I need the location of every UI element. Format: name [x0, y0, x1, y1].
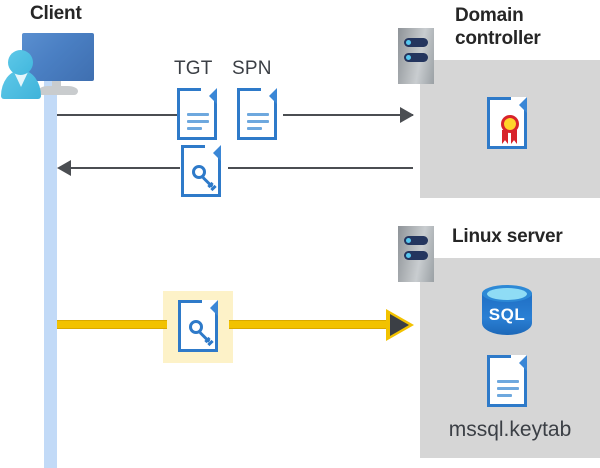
doc-text-lines — [187, 113, 209, 134]
rack-slot — [404, 251, 428, 260]
keytab-credential-document-key-icon — [178, 300, 218, 352]
doc-fold-cut — [202, 300, 218, 316]
key-icon — [192, 165, 217, 192]
response-flow-arrowhead — [57, 160, 71, 176]
sql-label: SQL — [488, 305, 526, 324]
certificate-ribbon-right — [511, 130, 517, 144]
user-icon-head — [8, 50, 33, 75]
certificate-medal-center — [504, 118, 516, 130]
tgt-label: TGT — [174, 58, 213, 79]
doc-text-lines — [497, 380, 519, 401]
rack-slot — [404, 236, 428, 245]
certificate-ribbon-left — [502, 130, 508, 144]
doc-fold-cut — [201, 88, 217, 104]
doc-fold-cut — [511, 355, 527, 371]
rack-slot — [404, 38, 428, 47]
keytab-flow-line-left — [57, 320, 167, 329]
request-flow-line-left — [57, 114, 177, 116]
sql-cylinder-top-inner — [487, 288, 527, 300]
domain-controller-title: Domain controller — [455, 5, 541, 49]
spn-document-icon — [237, 88, 277, 140]
sql-database-icon: SQL — [482, 285, 532, 341]
keytab-flow-line-right — [229, 320, 395, 329]
doc-fold-cut — [205, 145, 221, 161]
rack-slot — [404, 53, 428, 62]
keytab-document-icon — [487, 355, 527, 407]
monitor-stand-base — [38, 86, 78, 95]
response-flow-line-right — [228, 167, 413, 169]
linux-server-title: Linux server — [452, 226, 563, 247]
client-title: Client — [30, 3, 82, 24]
doc-fold-cut — [511, 97, 527, 113]
response-flow-line-left — [70, 167, 180, 169]
certificate-document-icon — [487, 97, 527, 149]
doc-fold-cut — [261, 88, 277, 104]
keytab-flow-arrowhead-inner — [390, 314, 409, 336]
server-rack-icon-domain-controller — [398, 28, 434, 84]
service-ticket-document-key-icon — [181, 145, 221, 197]
keytab-filename-label: mssql.keytab — [448, 418, 572, 441]
monitor-icon — [22, 33, 94, 81]
server-rack-icon-linux-server — [398, 226, 434, 282]
key-icon — [189, 320, 214, 347]
request-flow-line-right — [283, 114, 413, 116]
spn-label: SPN — [232, 58, 272, 79]
request-flow-arrowhead — [400, 107, 414, 123]
tgt-document-icon — [177, 88, 217, 140]
client-lifeline — [44, 62, 57, 468]
doc-text-lines — [247, 113, 269, 134]
